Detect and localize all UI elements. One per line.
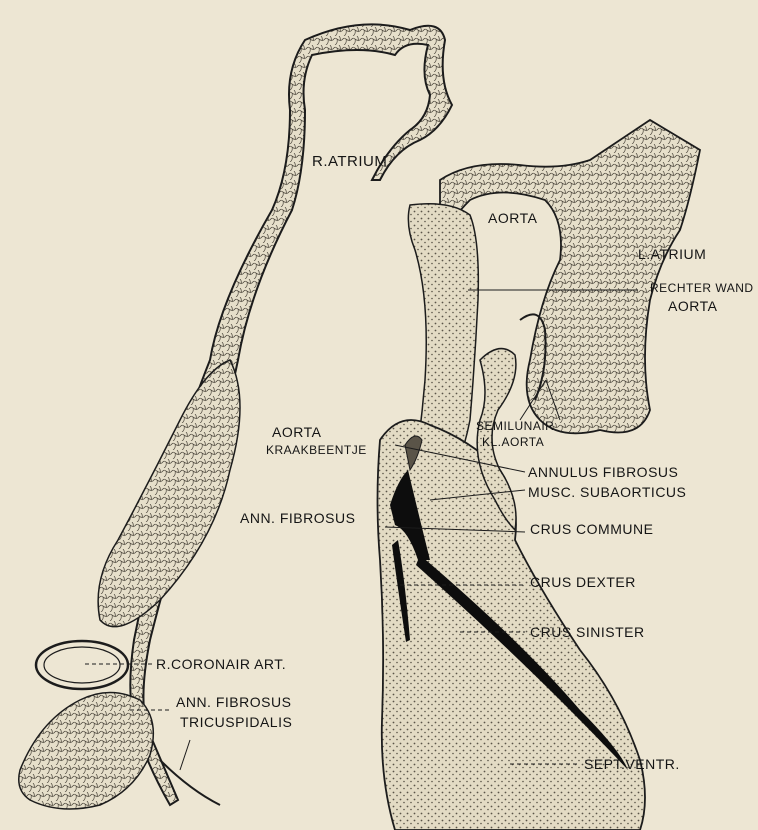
right-coronary-artery [36, 641, 128, 689]
label-rechter-wand-aorta: AORTA [668, 298, 717, 314]
label-r-coronair-art: R.CORONAIR ART. [156, 656, 286, 672]
label-ann-fibrosus: ANN. FIBROSUS [240, 510, 355, 526]
label-crus-dexter: CRUS DEXTER [530, 574, 636, 590]
label-crus-sinister: CRUS SINISTER [530, 624, 645, 640]
label-crus-commune: CRUS COMMUNE [530, 521, 653, 537]
label-kl-aorta: KL.AORTA [482, 434, 544, 450]
label-annulus-fibrosus: ANNULUS FIBROSUS [528, 464, 678, 480]
label-musc-subaorticus: MUSC. SUBAORTICUS [528, 484, 686, 500]
lower-atrial-tissue [98, 360, 240, 627]
label-sept-ventr: SEPT.VENTR. [584, 756, 680, 772]
label-l-atrium: L.ATRIUM [638, 246, 706, 262]
label-aorta-kraakbeentje-1: AORTA [272, 424, 321, 440]
label-ann-fibrosus-tric-1: ANN. FIBROSUS [176, 694, 291, 710]
label-r-atrium: R.ATRIUM [312, 154, 387, 170]
label-rechter-wand: RECHTER WAND [650, 280, 754, 296]
label-semilunair: SEMILUNAIR [476, 418, 554, 434]
label-ann-fibrosus-tric-2: TRICUSPIDALIS [180, 714, 292, 730]
label-aorta-top: AORTA [488, 210, 537, 226]
label-aorta-kraakbeentje-2: KRAAKBEENTJE [266, 442, 367, 458]
